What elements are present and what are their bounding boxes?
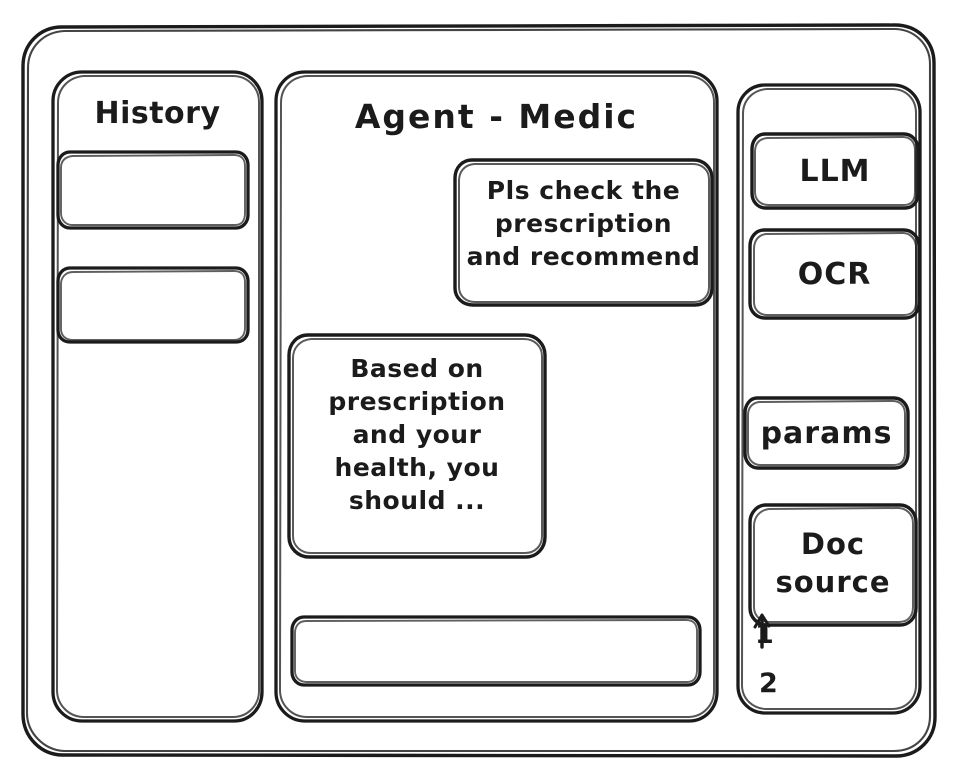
tool-card-doc-source[interactable]: Doc source [750,505,916,625]
main-panel-outline [274,70,719,723]
tool-card-params-label: params [760,416,893,451]
agent-message-bubble: Based on prescription and your health, y… [289,335,545,557]
user-bubble-outline [453,158,714,307]
right-panel-outline [736,83,922,715]
main-panel-title: Agent - Medic [354,97,639,136]
params-card-outline [743,396,910,470]
tool-card-llm[interactable]: LLM [752,134,918,208]
window-frame [21,23,937,758]
agent-message-text: Based on prescription and your health, y… [328,354,506,515]
user-message-text: Pls check the prescription and recommend [466,176,701,271]
history-card-2-outline [56,266,250,344]
history-card-1-outline [56,150,250,230]
ocr-card-outline [748,228,921,320]
tool-card-llm-label: LLM [799,154,871,189]
doc-source-item-1-marker[interactable]: 1 [755,619,775,650]
doc-source-item-2-marker[interactable]: 2 [759,668,779,699]
composer-outline [290,615,702,687]
tool-card-ocr-label: OCR [797,257,872,292]
left-panel-outline [51,70,264,723]
doc-source-connector [753,613,771,649]
tool-card-params[interactable]: params [745,398,908,468]
tool-card-ocr[interactable]: OCR [750,230,919,318]
message-input[interactable] [292,617,700,685]
user-message-bubble: Pls check the prescription and recommend [455,160,712,305]
agent-bubble-outline [287,333,547,559]
llm-card-outline [750,132,920,210]
history-item-1[interactable] [58,152,248,228]
doc-source-card-outline [748,503,918,627]
history-item-2[interactable] [58,268,248,342]
history-panel-title: History [94,96,221,131]
tool-card-doc-source-label: Doc source [775,527,891,599]
